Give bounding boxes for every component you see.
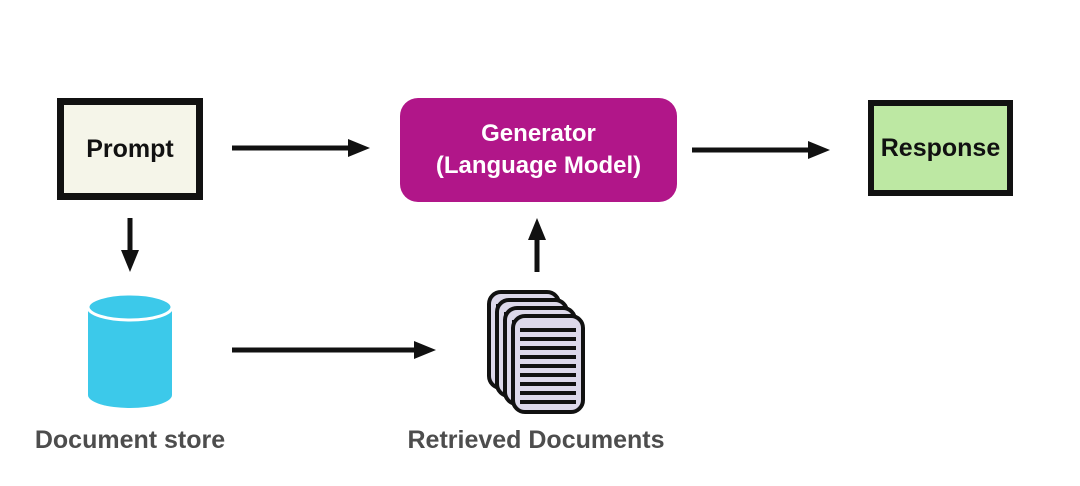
generator-title: Generator	[481, 120, 596, 148]
node-response: Response	[868, 100, 1013, 196]
response-label: Response	[880, 133, 1001, 162]
document-sheet	[511, 314, 585, 414]
retrieved-documents-label: Retrieved Documents	[407, 426, 665, 454]
generator-subtitle: (Language Model)	[435, 152, 642, 179]
node-prompt: Prompt	[57, 98, 203, 200]
document-stack-icon	[487, 290, 585, 414]
node-generator: Generator (Language Model)	[400, 98, 677, 202]
document-store-label: Document store	[34, 426, 226, 454]
database-cylinder-icon	[86, 292, 174, 408]
prompt-label: Prompt	[86, 134, 174, 163]
